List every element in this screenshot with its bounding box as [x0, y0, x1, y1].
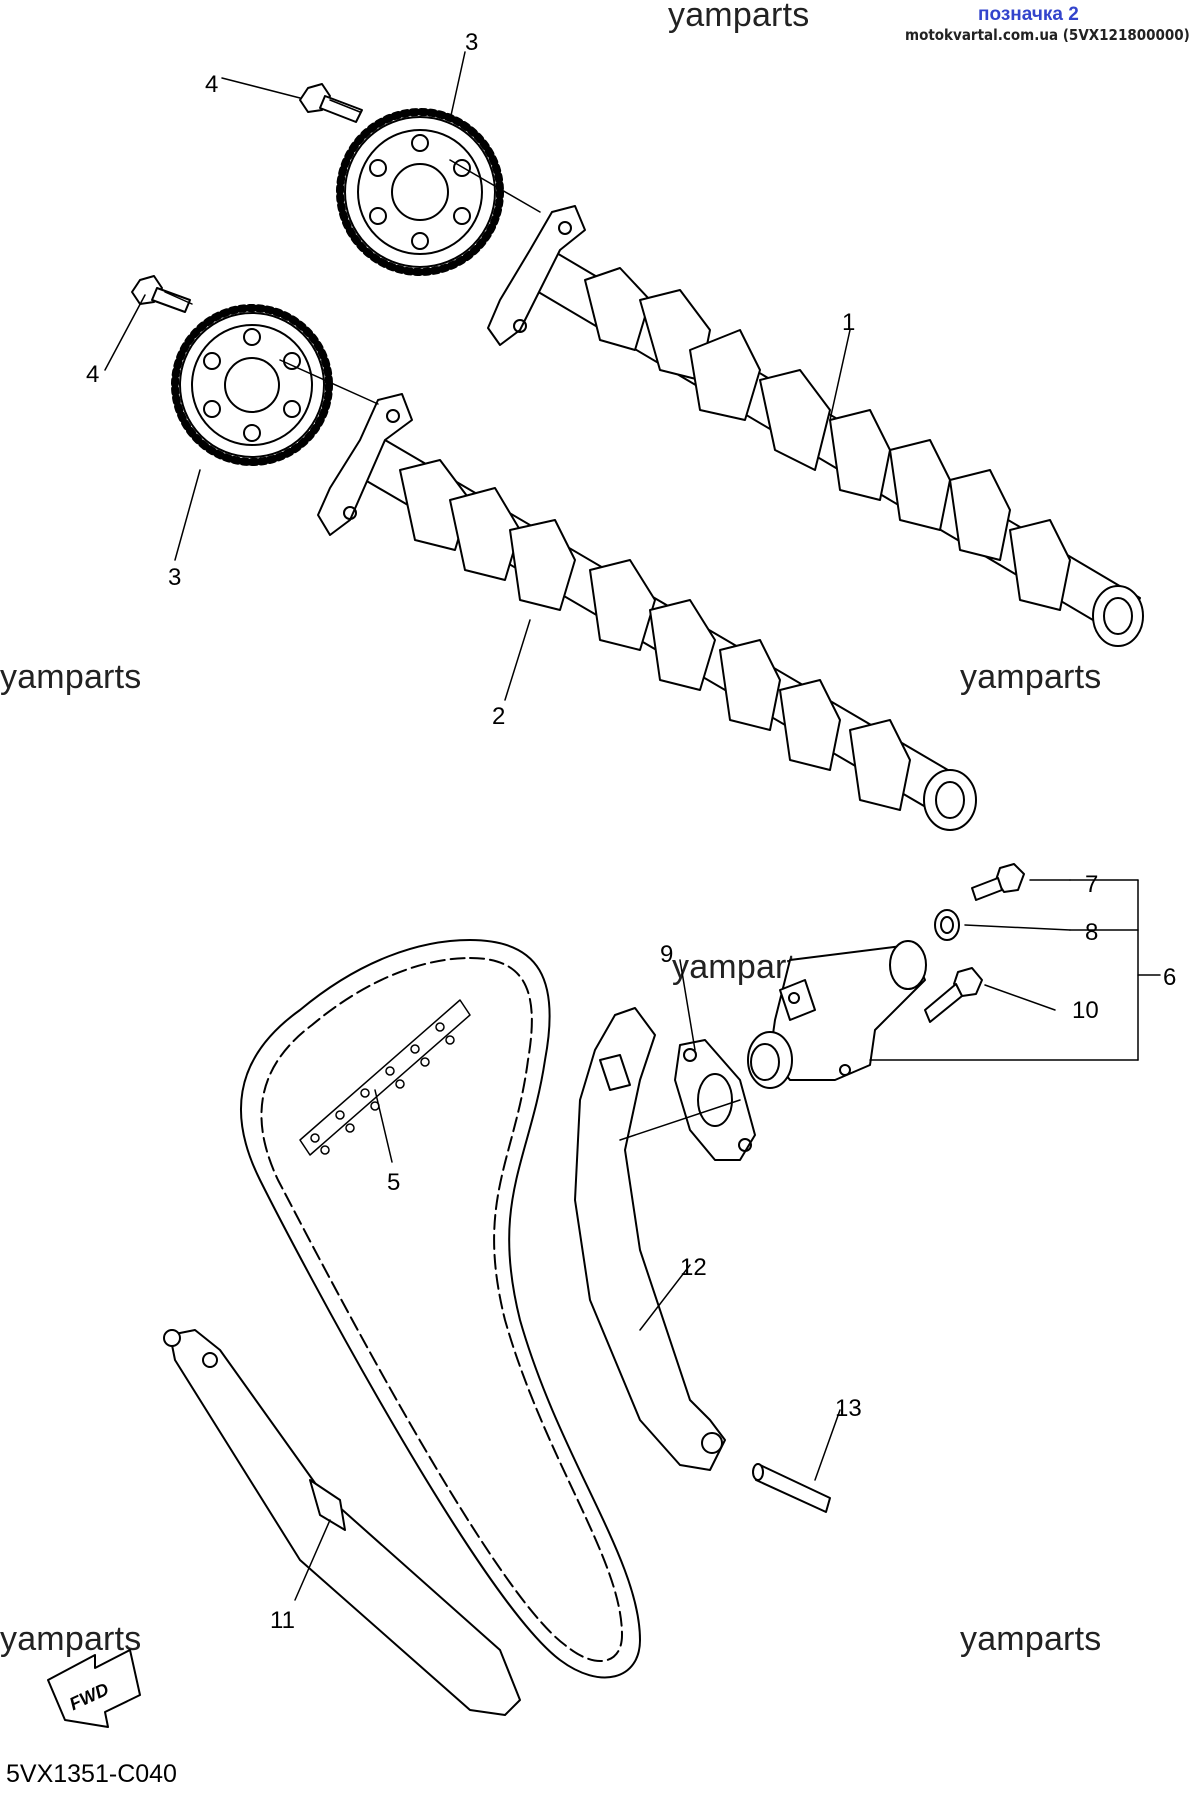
- reference-link[interactable]: позначка 2: [978, 4, 1079, 25]
- callout-12: 12: [680, 1254, 707, 1281]
- sprocket-bolt-upper: [299, 83, 363, 123]
- watermark-right-mid: yamparts: [960, 658, 1102, 696]
- callout-6: 6: [1163, 964, 1176, 991]
- cam-sprocket-upper: [336, 108, 504, 276]
- diagram-code: 5VX1351-C040: [6, 1760, 177, 1788]
- camshaft-intake: [317, 393, 977, 831]
- callout-13: 13: [835, 1395, 862, 1422]
- callout-4-bottom: 4: [86, 361, 99, 388]
- callout-7: 7: [1085, 871, 1098, 898]
- callout-2: 2: [492, 703, 505, 730]
- callout-8: 8: [1085, 919, 1098, 946]
- camshaft-exhaust: [487, 205, 1144, 647]
- guide-pin: [752, 1463, 831, 1513]
- callout-5: 5: [387, 1169, 400, 1196]
- chain-guide: [163, 1329, 521, 1716]
- callout-1: 1: [842, 309, 855, 336]
- sprocket-bolt-lower: [131, 275, 191, 313]
- watermark-left-mid: yamparts: [0, 658, 142, 696]
- source-caption: motokvartal.com.ua (5VX121800000): [905, 26, 1190, 44]
- timing-chain: [239, 939, 641, 1679]
- tensioner-cap-bolt: [971, 863, 1025, 901]
- fwd-arrow-icon: FWD: [47, 1649, 141, 1728]
- watermark-left-bottom: yamparts: [0, 1620, 142, 1658]
- cam-sprocket-lower: [171, 304, 333, 466]
- callout-9: 9: [660, 941, 673, 968]
- callout-3-top: 3: [465, 29, 478, 56]
- watermark-top: yamparts: [668, 0, 810, 34]
- callout-3-bottom: 3: [168, 564, 181, 591]
- callout-10: 10: [1072, 997, 1099, 1024]
- tensioner-guide: [574, 1007, 726, 1471]
- watermark-right-bottom: yamparts: [960, 1620, 1102, 1658]
- tensioner-gasket: [674, 1039, 756, 1161]
- tensioner-mount-bolt: [924, 967, 983, 1023]
- callout-4-top: 4: [205, 71, 218, 98]
- chain-tensioner: [747, 940, 927, 1089]
- gasket-washer: [934, 909, 960, 941]
- callout-11: 11: [270, 1607, 295, 1634]
